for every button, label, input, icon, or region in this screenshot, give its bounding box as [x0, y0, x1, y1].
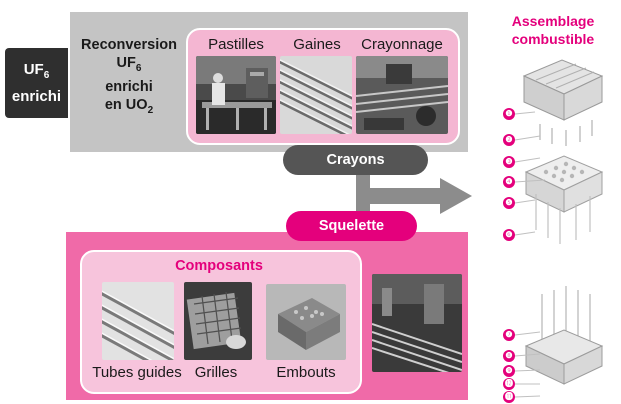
reconversion-line2: UF [116, 55, 136, 71]
marker-9: ❾ [503, 365, 515, 377]
gaines-label: Gaines [293, 36, 341, 53]
bottom-nozzle [524, 286, 604, 385]
top-nozzle [522, 59, 604, 121]
fuel-assembly-drawing [522, 59, 604, 385]
marker-4: ❹ [503, 176, 515, 188]
marker-1: ❶ [503, 108, 515, 120]
arrow-right-icon [440, 178, 472, 214]
assemblage-line2: combustible [511, 31, 595, 47]
squelette-pill: Squelette [286, 211, 417, 241]
grilles-photo [184, 282, 252, 360]
embouts-label: Embouts [276, 364, 336, 381]
assemblage-title: Assemblage combustible [493, 12, 613, 48]
crayons-pill: Crayons [283, 145, 428, 175]
marker-5: ❺ [503, 197, 515, 209]
reconversion-line4-sub: 2 [147, 104, 154, 116]
pastilles-photo [196, 56, 276, 134]
assemblage-line1: Assemblage [511, 13, 595, 29]
spacer-grid [524, 155, 604, 244]
gaines-photo [280, 56, 352, 134]
uf6-subscript: 6 [43, 70, 50, 81]
marker-3: ❸ [503, 156, 515, 168]
marker-8: ❽ [503, 350, 515, 362]
grilles-label: Grilles [194, 364, 238, 381]
tubes-guides-photo [102, 282, 174, 360]
enrichi-label: enrichi [11, 88, 62, 105]
tubes-guides-label: Tubes guides [92, 364, 182, 381]
crayonnage-label: Crayonnage [361, 36, 443, 53]
reconversion-line1: Reconversion [81, 37, 177, 53]
marker-12: ⓬ [503, 378, 515, 390]
reconversion-line3: enrichi [105, 78, 153, 95]
uf6-enrichi-tag: UF6 enrichi [5, 48, 68, 118]
marker-11: ⓫ [503, 391, 515, 403]
marker-6: ❻ [503, 229, 515, 241]
crayonnage-photo [356, 56, 448, 134]
marker-2: ❷ [503, 134, 515, 146]
reconversion-text: Reconversion UF6 enrichi en UO2 [75, 36, 183, 120]
pastilles-label: Pastilles [208, 36, 264, 53]
upper-rods [539, 120, 593, 146]
embouts-photo [266, 284, 346, 360]
reconversion-line4: en UO [104, 96, 148, 113]
uf6-label: UF [23, 61, 44, 78]
reconversion-line2-sub: 6 [135, 62, 142, 74]
composants-title: Composants [175, 258, 263, 274]
marker-7: ❼ [503, 329, 515, 341]
arrow-shaft [356, 188, 442, 204]
assembly-machine-photo [372, 274, 462, 372]
